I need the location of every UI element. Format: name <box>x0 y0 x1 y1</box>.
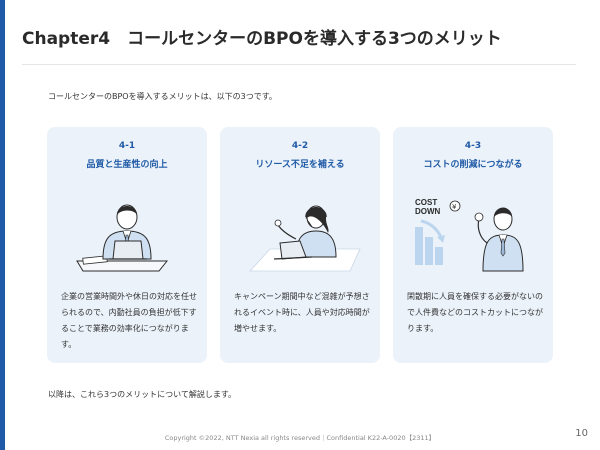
card-number: 4-2 <box>291 141 309 151</box>
slide-title: Chapter4 コールセンターのBPOを導入する3つのメリット <box>22 29 502 49</box>
merit-card-2: 4-2 リソース不足を補える キャンペーン期間中など混雑が予想されるイベント時に… <box>220 127 380 363</box>
card-heading: 品質と生産性の向上 <box>86 160 168 170</box>
merit-card-1: 4-1 品質と生産性の向上 企業の営業時間外や休日の対応を任せられるので、内勤社… <box>47 127 207 363</box>
title-divider <box>22 64 576 65</box>
card-number: 4-3 <box>464 141 482 151</box>
cost-down-businessman-icon: COST DOWN ¥ <box>415 198 524 272</box>
outro-text: 以降は、これら3つのメリットについて解説します。 <box>48 390 237 399</box>
svg-text:DOWN: DOWN <box>415 207 441 216</box>
svg-text:¥: ¥ <box>452 203 457 211</box>
card-description: キャンペーン期間中など混雑が予想されるイベント時に、人員や対応時間が増やせます。 <box>234 292 370 333</box>
intro-text: コールセンターのBPOを導入するメリットは、以下の3つです。 <box>48 92 277 101</box>
card-description: 企業の営業時間外や休日の対応を任せられるので、内勤社員の負担が低下することで業務… <box>61 292 197 349</box>
call-center-operator-icon <box>249 205 361 272</box>
card-description: 閑散期に人員を確保する必要がないので人件費などのコストカットにつながります。 <box>407 292 543 333</box>
page-number: 10 <box>575 428 588 439</box>
footer-copyright: Copyright ©2022, NTT Nexia all rights re… <box>164 434 436 442</box>
card-number: 4-1 <box>118 141 136 151</box>
card-heading: リソース不足を補える <box>255 160 345 170</box>
accent-bar <box>0 0 5 450</box>
svg-text:COST: COST <box>415 198 437 207</box>
merit-card-3: 4-3 コストの削減につながる COST DOWN ¥ 閑散期に人員を確保する必… <box>393 127 553 363</box>
office-worker-laptop-icon <box>76 204 169 272</box>
card-heading: コストの削減につながる <box>423 160 523 170</box>
